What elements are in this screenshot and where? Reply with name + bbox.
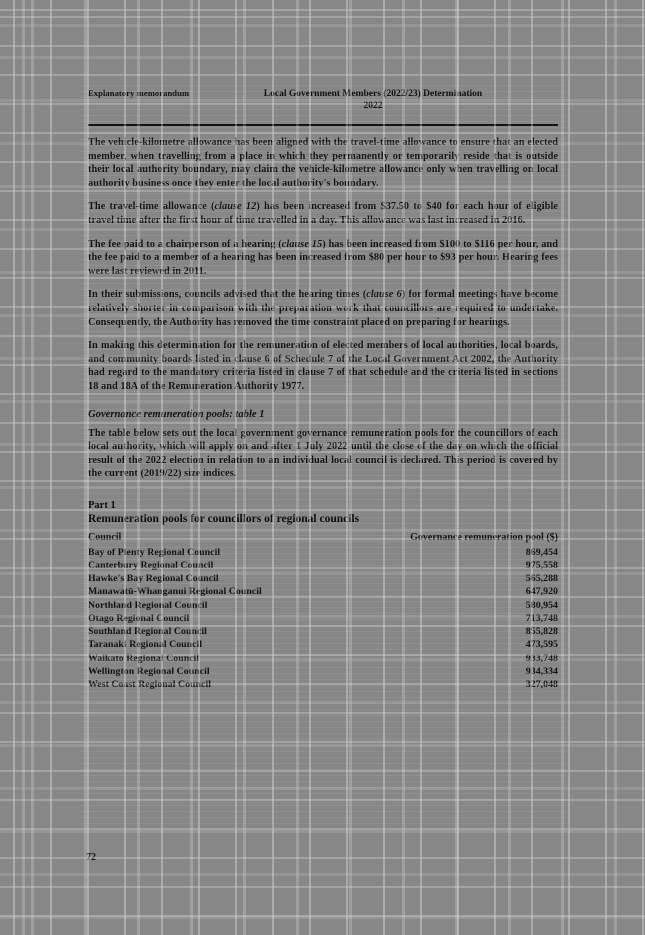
- cell-pool: 933,748: [525, 652, 558, 664]
- paragraph: The table below sets out the local gover…: [88, 427, 558, 480]
- cell-pool: 713,748: [525, 612, 558, 624]
- cell-council: Southland Regional Council: [88, 626, 207, 638]
- running-header-title: Local Government Members (2022/23) Deter…: [263, 89, 483, 99]
- table-header-row: Council Governance remuneration pool ($): [88, 530, 558, 546]
- remuneration-pool-table: Council Governance remuneration pool ($)…: [88, 530, 558, 691]
- table-row: Taranaki Regional Council 473,595: [88, 638, 558, 651]
- column-header-pool: Governance remuneration pool ($): [410, 531, 558, 543]
- cell-council: Manawatū-Whanganui Regional Council: [88, 586, 262, 598]
- table-row: Wellington Regional Council 934,334: [88, 665, 558, 678]
- cell-council: Waikato Regional Council: [88, 652, 200, 664]
- table-row: Otago Regional Council 713,748: [88, 612, 558, 625]
- part-label: Part 1: [88, 499, 116, 511]
- page-content: Explanatory memorandum Local Government …: [88, 88, 558, 691]
- cell-council: Canterbury Regional Council: [88, 560, 214, 572]
- page-folio: 72: [86, 852, 96, 863]
- running-header-year: 2022: [363, 101, 383, 111]
- cell-pool: 565,288: [525, 573, 558, 585]
- table-row: Bay of Plenty Regional Council 869,454: [88, 546, 558, 559]
- body-text: The vehicle-kilometre allowance has been…: [88, 136, 558, 481]
- cell-pool: 869,454: [525, 546, 558, 558]
- section-subheading: Governance remuneration pools: table 1: [88, 408, 265, 420]
- cell-pool: 647,920: [525, 586, 558, 598]
- cell-pool: 327,048: [525, 678, 558, 690]
- table-head: Council Governance remuneration pool ($): [88, 530, 558, 546]
- cell-pool: 975,558: [525, 560, 558, 572]
- cell-pool: 855,828: [525, 626, 558, 638]
- paragraph: In their submissions, councils advised t…: [88, 289, 559, 328]
- cell-council: Bay of Plenty Regional Council: [88, 546, 221, 558]
- cell-council: West Coast Regional Council: [88, 678, 211, 690]
- cell-council: Otago Regional Council: [88, 612, 190, 624]
- cell-pool: 934,334: [525, 665, 558, 677]
- running-header-left: Explanatory memorandum: [88, 88, 190, 98]
- cell-pool: 473,595: [525, 639, 558, 651]
- table-row: Hawke's Bay Regional Council 565,288: [88, 572, 558, 585]
- paragraph: The vehicle-kilometre allowance has been…: [88, 137, 558, 189]
- cell-council: Hawke's Bay Regional Council: [88, 573, 219, 585]
- part-section: Part 1 Remuneration pools for councillor…: [88, 499, 558, 691]
- running-header-center: Local Government Members (2022/23) Deter…: [198, 88, 548, 112]
- cell-council: Taranaki Regional Council: [88, 639, 203, 651]
- running-header: Explanatory memorandum Local Government …: [88, 88, 558, 126]
- table-row: Southland Regional Council 855,828: [88, 625, 558, 638]
- part-title: Remuneration pools for councillors of re…: [88, 512, 360, 525]
- paragraph: The fee paid to a chairperson of a heari…: [88, 238, 558, 277]
- cell-council: Northland Regional Council: [88, 599, 208, 611]
- table-row: Manawatū-Whanganui Regional Council 647,9…: [88, 585, 558, 598]
- column-header-council: Council: [88, 531, 122, 543]
- paragraph: The travel-time allowance (clause 12) ha…: [88, 201, 558, 226]
- cell-council: Wellington Regional Council: [88, 665, 210, 677]
- table-row: Northland Regional Council 580,954: [88, 599, 558, 612]
- table-row: Canterbury Regional Council 975,558: [88, 559, 558, 572]
- table-row: West Coast Regional Council 327,048: [88, 678, 558, 691]
- paragraph: In making this determination for the rem…: [88, 340, 558, 392]
- table-row: Waikato Regional Council 933,748: [88, 652, 558, 665]
- header-rule: [88, 124, 558, 126]
- cell-pool: 580,954: [525, 599, 558, 611]
